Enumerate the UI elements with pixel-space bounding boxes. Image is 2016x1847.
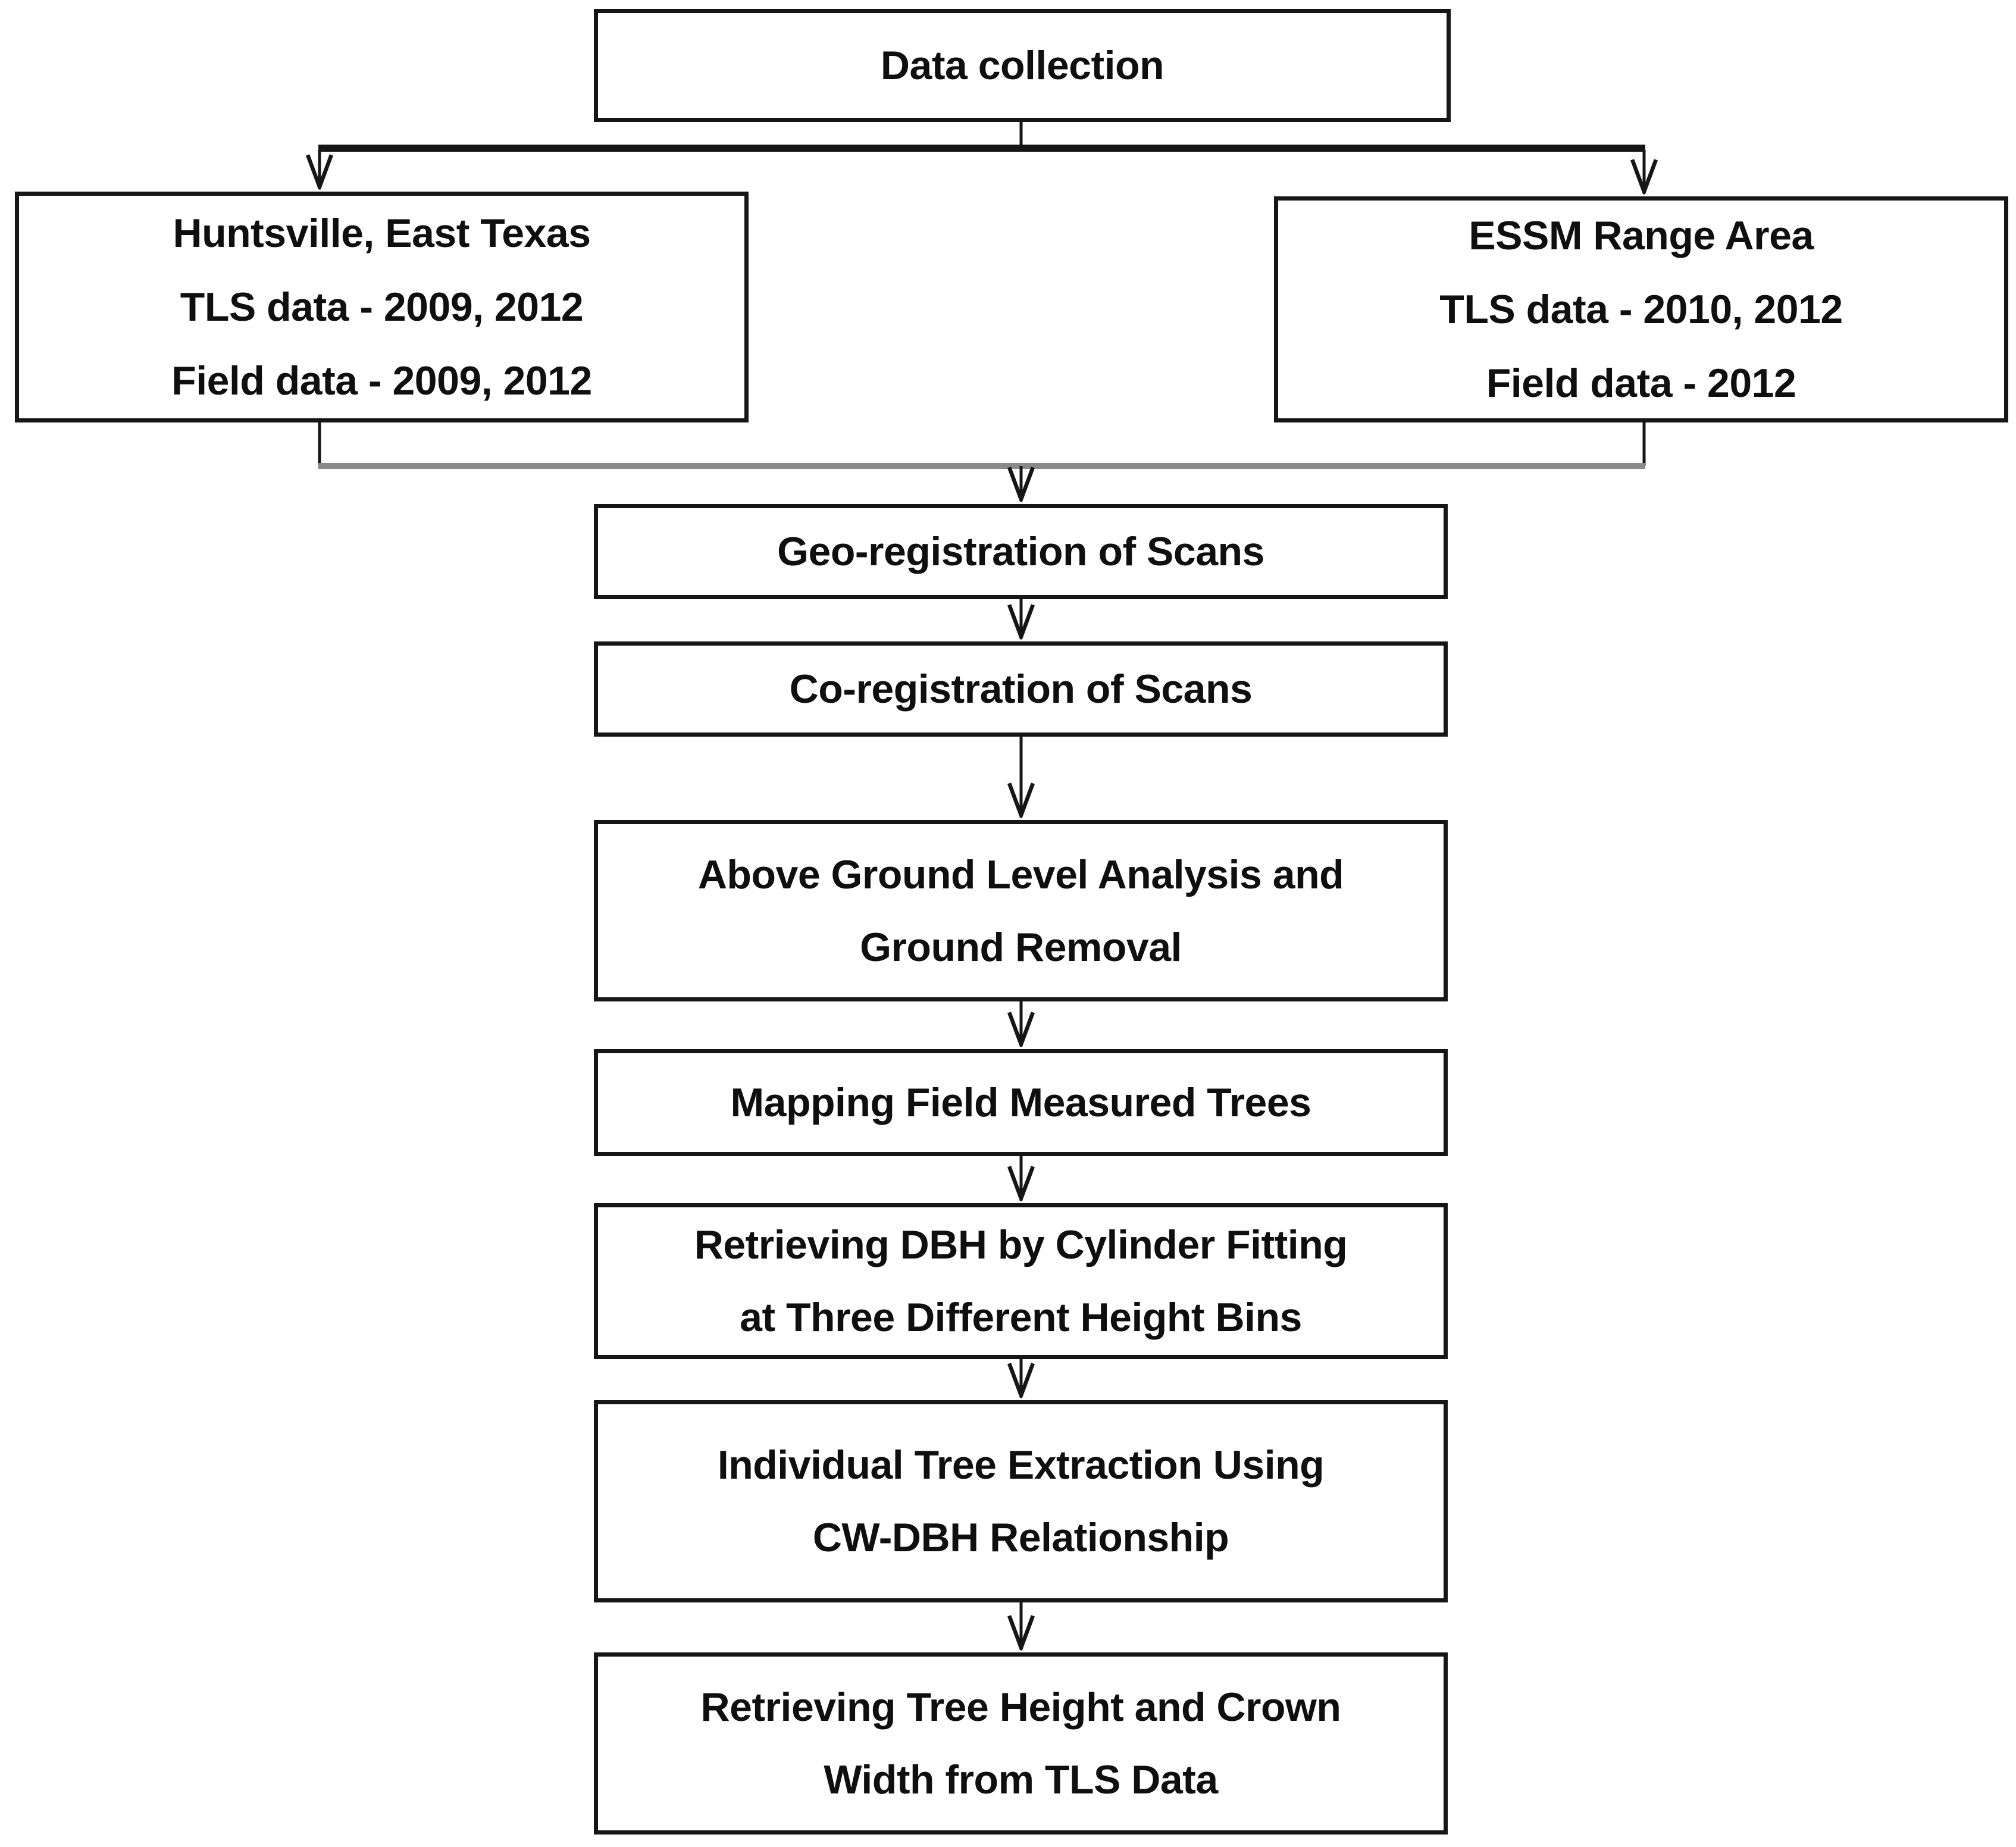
node-line: CW-DBH Relationship <box>812 1515 1229 1560</box>
node-label: Mapping Field Measured Trees <box>730 1079 1311 1125</box>
node-line: Retrieving Tree Height and Crown <box>700 1685 1341 1730</box>
node-individual-tree-extraction: Individual Tree Extraction Using CW-DBH … <box>594 1400 1448 1602</box>
node-label: Co-registration of Scans <box>789 666 1253 712</box>
node-line: TLS data - 2010, 2012 <box>1439 287 1843 332</box>
node-retrieving-dbh: Retrieving DBH by Cylinder Fitting at Th… <box>594 1203 1448 1359</box>
node-huntsville-east-texas: Huntsville, East Texas TLS data - 2009, … <box>15 192 749 422</box>
node-line: at Three Different Height Bins <box>740 1295 1302 1340</box>
node-geo-registration: Geo-registration of Scans <box>594 504 1448 599</box>
node-line: Ground Removal <box>860 924 1182 970</box>
node-line: Above Ground Level Analysis and <box>697 852 1344 897</box>
node-retrieving-tree-height: Retrieving Tree Height and Crown Width f… <box>594 1652 1448 1835</box>
node-label: Data collection <box>880 42 1164 88</box>
node-essm-range-area: ESSM Range Area TLS data - 2010, 2012 Fi… <box>1274 196 2008 422</box>
node-line: Field data - 2009, 2012 <box>171 358 592 403</box>
node-above-ground-level-analysis: Above Ground Level Analysis and Ground R… <box>594 820 1448 1001</box>
node-line: Huntsville, East Texas <box>173 211 591 256</box>
node-co-registration: Co-registration of Scans <box>594 641 1448 737</box>
node-line: Field data - 2012 <box>1486 361 1796 406</box>
node-line: Retrieving DBH by Cylinder Fitting <box>694 1222 1348 1267</box>
node-line: TLS data - 2009, 2012 <box>180 284 584 330</box>
node-line: Individual Tree Extraction Using <box>717 1442 1325 1488</box>
node-mapping-field-measured-trees: Mapping Field Measured Trees <box>594 1049 1448 1156</box>
node-line: ESSM Range Area <box>1469 213 1814 258</box>
node-line: Width from TLS Data <box>824 1757 1218 1802</box>
node-data-collection: Data collection <box>594 9 1451 122</box>
node-label: Geo-registration of Scans <box>777 528 1264 574</box>
